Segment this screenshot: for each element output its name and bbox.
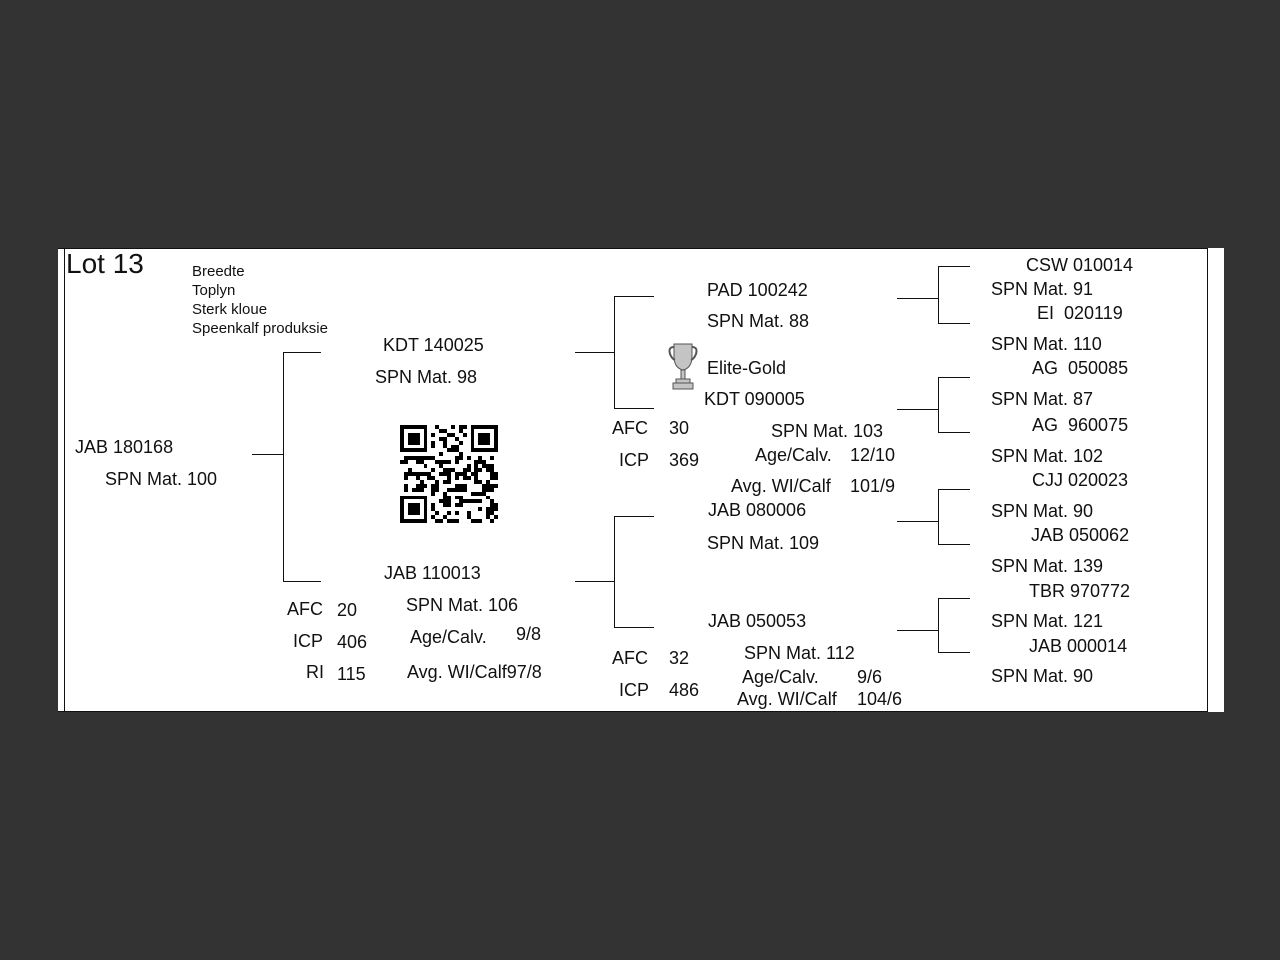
- sd-icp: 369: [669, 450, 700, 470]
- dd-age: 9/6: [857, 667, 883, 687]
- sd-age-label: Age/Calv.: [755, 445, 832, 465]
- dam-icp: 406: [337, 632, 368, 652]
- sd-icp-label: ICP: [619, 450, 650, 470]
- sire-id: KDT 140025: [383, 335, 484, 355]
- gg-id: JAB 050062: [1031, 525, 1130, 545]
- pedigree-sheet: [58, 248, 1224, 712]
- sd-avg-label: Avg. WI/Calf: [731, 476, 831, 496]
- gg-spn: SPN Mat. 102: [991, 446, 1104, 466]
- sd-afc: 30: [669, 418, 690, 438]
- dd-icp: 486: [669, 680, 700, 700]
- ds-spn: SPN Mat. 109: [707, 533, 820, 553]
- sd-afc-label: AFC: [612, 418, 648, 438]
- gg-id: TBR 970772: [1029, 581, 1131, 601]
- gg-spn: SPN Mat. 110: [991, 334, 1102, 354]
- trait: Sterk kloue: [192, 301, 268, 318]
- trophy-icon: [668, 343, 698, 390]
- sd-id: KDT 090005: [704, 389, 805, 409]
- ds-id: JAB 080006: [708, 500, 807, 520]
- sd-age: 12/10: [850, 445, 896, 465]
- dam-age-label: Age/Calv.: [410, 627, 487, 647]
- elite-gold-badge: Elite-Gold: [707, 358, 787, 378]
- dam-afc-label: AFC: [287, 599, 323, 619]
- gg-id: AG 050085: [1032, 358, 1129, 378]
- animal-spn: SPN Mat. 100: [105, 469, 218, 489]
- gg-spn: SPN Mat. 139: [991, 556, 1104, 576]
- dd-spn: SPN Mat. 112: [744, 643, 855, 663]
- dam-avg: Avg. WI/Calf97/8: [407, 662, 542, 682]
- dam-spn: SPN Mat. 106: [406, 595, 519, 615]
- trait: Breedte: [192, 263, 245, 280]
- gg-spn: SPN Mat. 90: [991, 501, 1094, 521]
- sire-spn: SPN Mat. 98: [375, 367, 478, 387]
- dam-afc: 20: [337, 600, 358, 620]
- sd-spn: SPN Mat. 103: [771, 421, 884, 441]
- lot-title: Lot 13: [66, 248, 144, 279]
- ss-spn: SPN Mat. 88: [707, 311, 810, 331]
- dam-ri: 115: [337, 664, 366, 684]
- dd-avg-label: Avg. WI/Calf: [737, 689, 837, 709]
- trait: Toplyn: [192, 282, 236, 299]
- dd-afc-label: AFC: [612, 648, 648, 668]
- gg-spn: SPN Mat. 90: [991, 666, 1094, 686]
- gg-id: AG 960075: [1032, 415, 1129, 435]
- qr-code: [400, 425, 498, 523]
- gg-spn: SPN Mat. 121: [991, 611, 1104, 631]
- dam-age: 9/8: [516, 624, 542, 644]
- trait: Speenkalf produksie: [192, 320, 328, 337]
- sd-avg: 101/9: [850, 476, 896, 496]
- gg-spn: SPN Mat. 87: [991, 389, 1094, 409]
- animal-id: JAB 180168: [75, 437, 174, 457]
- gg-id: CSW 010014: [1026, 255, 1134, 275]
- ss-id: PAD 100242: [707, 280, 808, 300]
- dam-ri-label: RI: [306, 662, 324, 682]
- gg-spn: SPN Mat. 91: [991, 279, 1094, 299]
- gg-id: EI 020119: [1037, 303, 1123, 323]
- dd-icp-label: ICP: [619, 680, 650, 700]
- dd-age-label: Age/Calv.: [742, 667, 819, 687]
- dd-id: JAB 050053: [708, 611, 807, 631]
- dd-afc: 32: [669, 648, 690, 668]
- gg-id: JAB 000014: [1029, 636, 1128, 656]
- dam-icp-label: ICP: [293, 631, 324, 651]
- dam-id: JAB 110013: [384, 563, 481, 583]
- gg-id: CJJ 020023: [1032, 470, 1129, 490]
- dd-avg: 104/6: [857, 689, 903, 709]
